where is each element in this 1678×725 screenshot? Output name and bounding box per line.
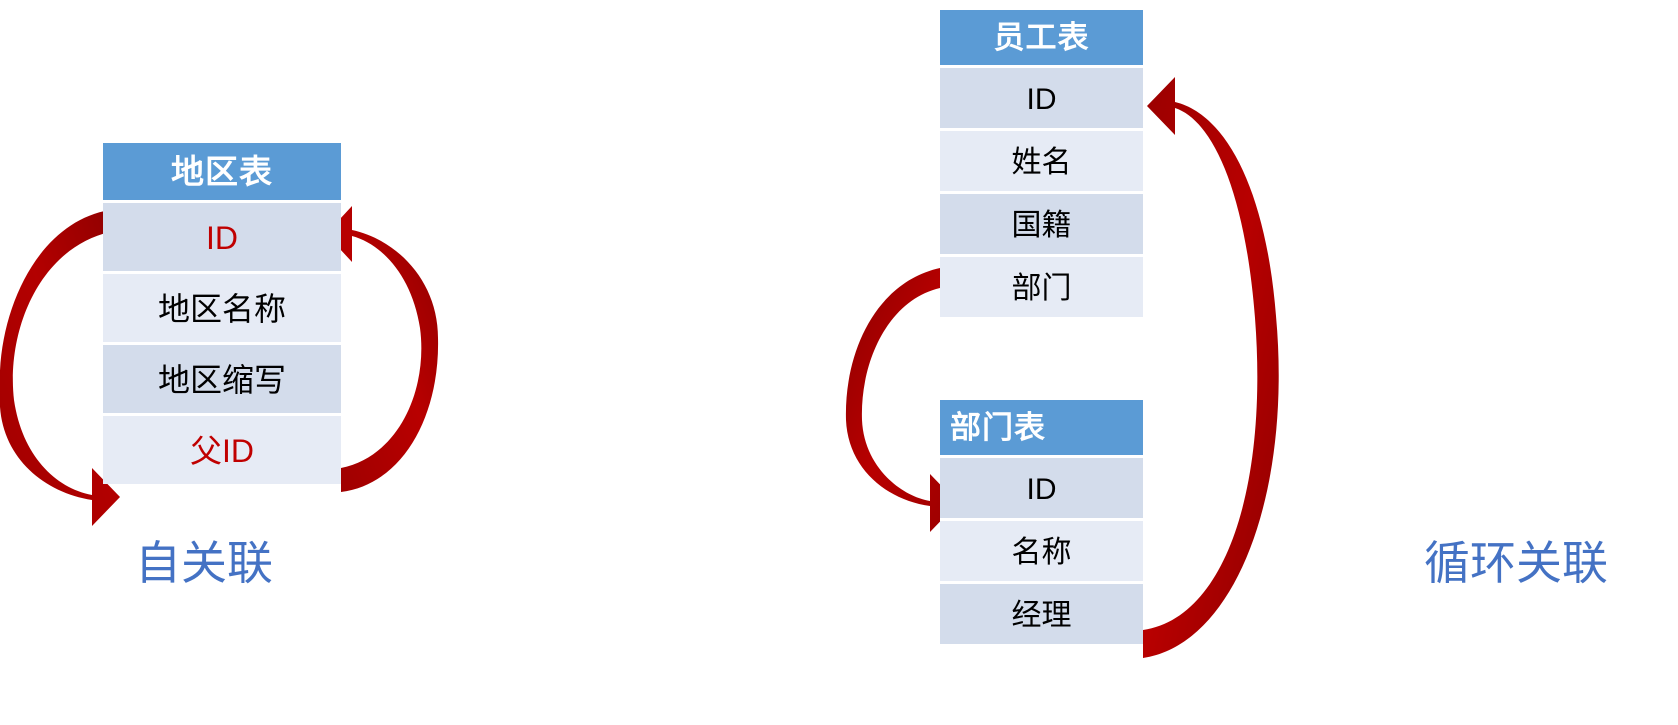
table-row-region-name[interactable]: 地区名称 bbox=[103, 271, 341, 342]
caption-self-reference: 自关联 bbox=[135, 537, 273, 589]
entity-table-employee[interactable]: 员工表 ID 姓名 国籍 部门 bbox=[940, 10, 1143, 317]
table-row-employee-department[interactable]: 部门 bbox=[940, 254, 1143, 317]
entity-table-department[interactable]: 部门表 ID 名称 经理 bbox=[940, 400, 1143, 644]
table-header-department: 部门表 bbox=[940, 400, 1143, 455]
arrow-region-parent-to-id bbox=[326, 206, 439, 492]
entity-table-region[interactable]: 地区表 ID 地区名称 地区缩写 父ID bbox=[103, 143, 341, 484]
table-row-employee-name[interactable]: 姓名 bbox=[940, 128, 1143, 191]
table-row-employee-id[interactable]: ID bbox=[940, 65, 1143, 128]
table-header-employee: 员工表 bbox=[940, 10, 1143, 65]
caption-cyclic-reference: 循环关联 bbox=[1424, 537, 1608, 589]
table-row-region-abbr[interactable]: 地区缩写 bbox=[103, 342, 341, 413]
table-row-region-id[interactable]: ID bbox=[103, 200, 341, 271]
table-row-employee-nationality[interactable]: 国籍 bbox=[940, 191, 1143, 254]
table-row-department-id[interactable]: ID bbox=[940, 455, 1143, 518]
arrow-region-id-to-parent bbox=[0, 210, 120, 526]
arrow-department-manager-to-employee-id bbox=[1143, 77, 1279, 658]
table-row-department-name[interactable]: 名称 bbox=[940, 518, 1143, 581]
table-row-department-manager[interactable]: 经理 bbox=[940, 581, 1143, 644]
table-row-region-parent-id[interactable]: 父ID bbox=[103, 413, 341, 484]
table-header-region: 地区表 bbox=[103, 143, 341, 200]
